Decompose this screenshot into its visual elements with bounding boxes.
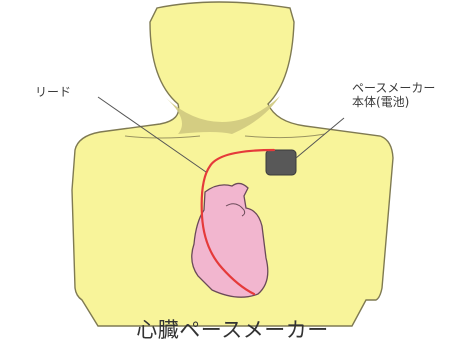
device-label: ペースメーカー 本体(電池) xyxy=(352,82,435,110)
device-label-line-1: ペースメーカー xyxy=(352,82,435,96)
pacemaker-device xyxy=(266,150,296,175)
diagram-title: 心臓ペースメーカー xyxy=(0,318,465,342)
device-label-line-2: 本体(電池) xyxy=(352,96,435,110)
lead-label: リード xyxy=(35,86,71,100)
